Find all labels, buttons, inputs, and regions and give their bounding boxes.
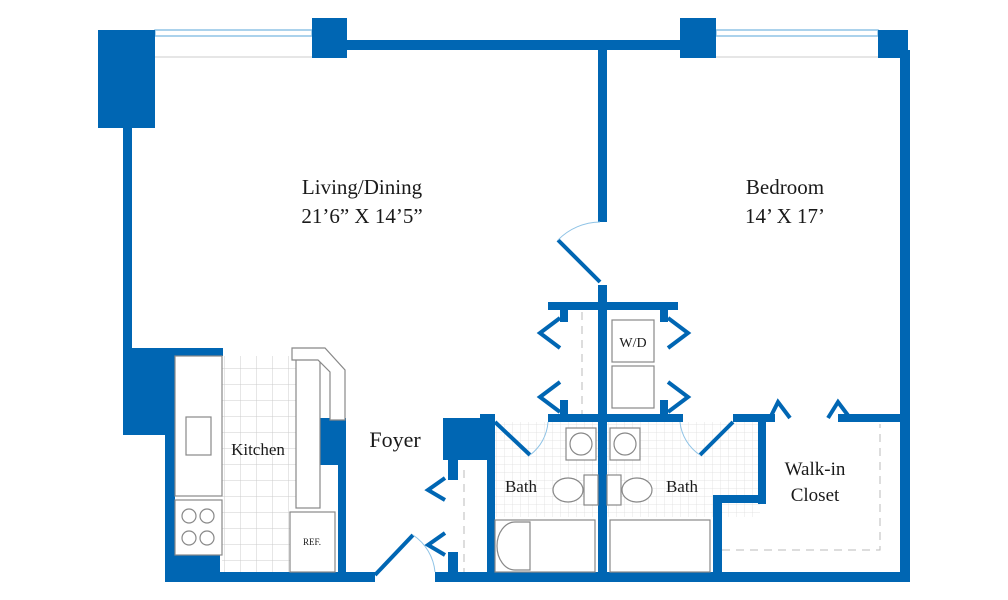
kitchen-label: Kitchen [231,440,285,459]
closet-label-line2: Closet [791,485,840,506]
window-left [154,29,313,58]
refrigerator [289,511,336,573]
walls [98,18,910,582]
doors [373,221,852,577]
bedroom-size: 14’ X 17’ [745,204,825,228]
window-right [715,29,879,58]
closet-fixtures [463,312,881,572]
living-dining-size: 21’6” X 14’5” [301,204,422,228]
bath-fixtures [494,427,711,573]
counter [295,357,321,509]
bedroom-label: Bedroom [746,175,824,199]
living-dining-label: Living/Dining [302,175,423,199]
stove [174,499,223,556]
shower [609,519,711,573]
washer-dryer-label: W/D [619,336,646,351]
sink [185,416,212,456]
bath-label-left: Bath [505,477,538,496]
refrigerator-label: REF. [303,537,321,547]
bath-label-right: Bath [666,477,699,496]
kitchen-floor [222,356,300,572]
kitchen-fixtures [174,347,346,573]
closet-label-line1: Walk-in [785,459,846,480]
foyer-label: Foyer [369,427,421,452]
